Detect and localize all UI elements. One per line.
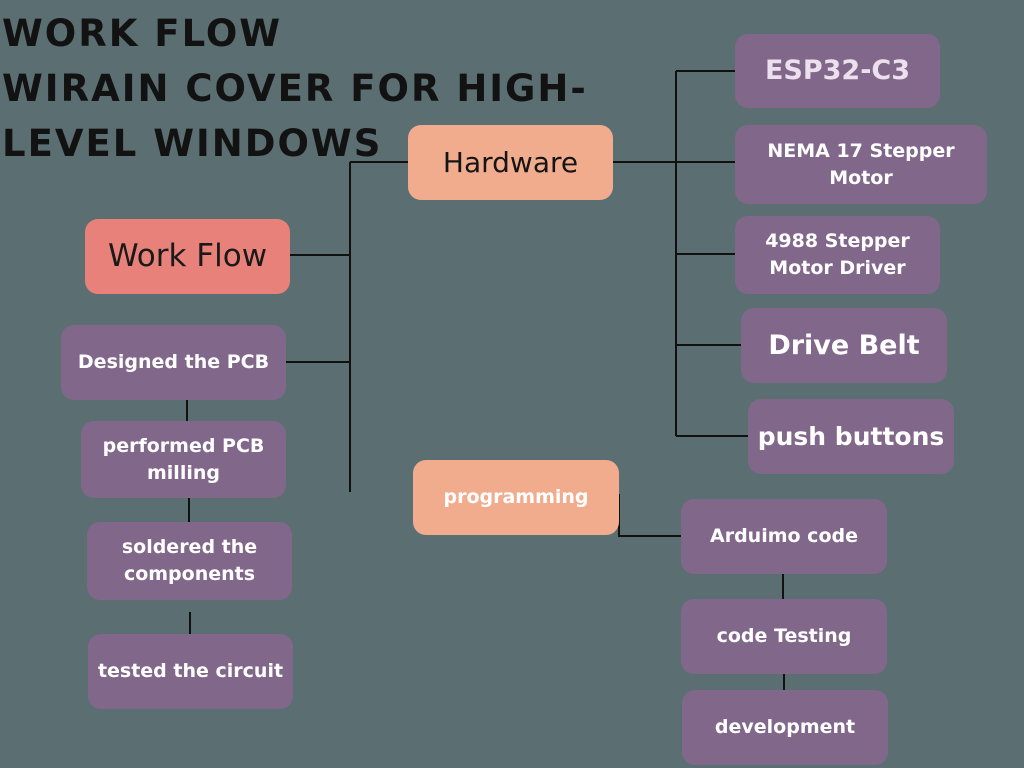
node-stepper-driver: 4988 Stepper Motor Driver: [735, 216, 940, 294]
node-drive-belt: Drive Belt: [741, 308, 947, 383]
node-esp32-c3: ESP32-C3: [735, 34, 940, 108]
node-designed-pcb: Designed the PCB: [61, 325, 286, 400]
node-soldered-components: soldered the components: [87, 522, 292, 600]
node-development: development: [682, 690, 888, 765]
node-nema17-motor: NEMA 17 Stepper Motor: [735, 125, 987, 204]
node-code-testing: code Testing: [681, 599, 887, 674]
node-pcb-milling: performed PCB milling: [81, 421, 286, 498]
node-work-flow: Work Flow: [85, 219, 290, 294]
connector-programming-out: [618, 494, 681, 537]
node-programming: programming: [413, 460, 619, 535]
node-push-buttons: push buttons: [748, 399, 954, 474]
node-arduino-code: Arduimo code: [681, 499, 887, 574]
diagram-title: WORK FLOW WIRAIN COVER FOR HIGH- LEVEL W…: [2, 12, 588, 165]
node-hardware: Hardware: [408, 125, 613, 200]
node-tested-circuit: tested the circuit: [88, 634, 293, 709]
